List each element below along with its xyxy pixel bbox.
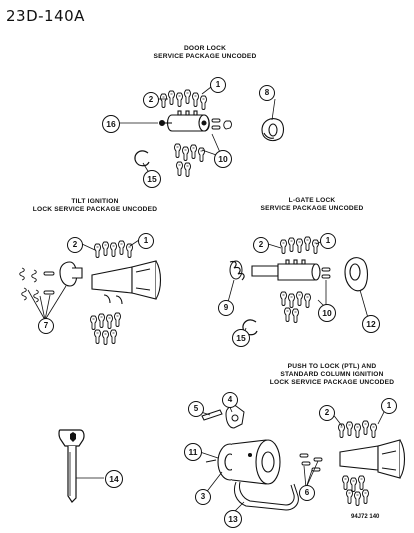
callout-door-15: 15 — [143, 170, 161, 188]
callout-ptl-4: 4 — [222, 392, 238, 408]
page-identifier: 23D-140A — [6, 7, 85, 25]
lgate-bezel — [344, 257, 369, 292]
ptl-small-parts — [201, 405, 245, 429]
tilt-ignition-title: TILT IGNITION LOCK SERVICE PACKAGE UNCOD… — [10, 198, 180, 214]
callout-door-1: 1 — [210, 77, 226, 93]
callout-lgate-9: 9 — [218, 300, 234, 316]
callout-ptl-1: 1 — [381, 398, 397, 414]
callout-lgate-15: 15 — [232, 329, 250, 347]
lgate-lock-title-line2: SERVICE PACKAGE UNCODED — [260, 205, 364, 212]
ptl-tumblers-top — [338, 420, 377, 438]
lgate-lock-title: L-GATE LOCK SERVICE PACKAGE UNCODED — [237, 197, 387, 213]
key-group — [58, 429, 104, 503]
lgate-lock-title-line1: L-GATE LOCK — [288, 197, 336, 204]
callout-tilt-1: 1 — [138, 233, 154, 249]
callout-lgate-2: 2 — [253, 237, 269, 253]
lgate-tumblers-top — [280, 236, 319, 254]
callout-ptl-13: 13 — [224, 510, 242, 528]
tilt-tumblers-top — [94, 240, 133, 258]
tilt-leaders — [27, 239, 140, 321]
callout-lgate-12: 12 — [362, 315, 380, 333]
key-blank — [58, 429, 85, 503]
lgate-spring — [229, 260, 245, 281]
lgate-tumblers-bottom — [280, 291, 311, 323]
tilt-ignition-group — [19, 239, 162, 345]
door-lock-title-line2: SERVICE PACKAGE UNCODED — [153, 53, 257, 60]
ptl-title: PUSH TO LOCK (PTL) AND STANDARD COLUMN I… — [252, 363, 412, 387]
callout-door-2: 2 — [143, 92, 159, 108]
tilt-lock-cylinder — [59, 260, 162, 305]
callout-door-10: 10 — [214, 150, 232, 168]
door-lock-group — [118, 86, 285, 177]
lgate-lock-group — [227, 236, 369, 336]
callout-door-8: 8 — [259, 85, 275, 101]
door-tumblers-top — [160, 89, 207, 110]
door-lock-cap — [261, 118, 285, 142]
lgate-pins — [321, 267, 331, 279]
callout-ptl-11: 11 — [184, 443, 202, 461]
ptl-lock-cylinder — [339, 439, 406, 479]
door-retainer-clip — [134, 150, 150, 167]
door-tumblers-bottom — [174, 143, 205, 177]
door-lock-cylinder — [158, 110, 210, 132]
callout-ptl-2: 2 — [319, 405, 335, 421]
tilt-tumblers-bottom — [90, 312, 121, 345]
tilt-ignition-title-line2: LOCK SERVICE PACKAGE UNCODED — [32, 206, 158, 213]
ptl-tumblers-bottom — [342, 475, 369, 506]
callout-tilt-2: 2 — [67, 237, 83, 253]
ptl-pins — [299, 453, 323, 472]
door-lock-title: DOOR LOCK SERVICE PACKAGE UNCODED — [130, 45, 280, 61]
ptl-wire-loop — [233, 481, 299, 511]
lgate-lock-cylinder — [251, 259, 321, 281]
callout-lgate-1: 1 — [320, 233, 336, 249]
key-emblem-icon — [70, 432, 76, 442]
tilt-springs — [19, 267, 39, 303]
callout-ptl-5: 5 — [188, 401, 204, 417]
tilt-pins — [43, 271, 55, 295]
tilt-ignition-title-line1: TILT IGNITION — [71, 198, 119, 205]
callout-ptl-6: 6 — [299, 485, 315, 501]
callout-door-16: 16 — [102, 115, 120, 133]
door-lock-title-line1: DOOR LOCK — [183, 45, 227, 52]
callout-lgate-10: 10 — [318, 304, 336, 322]
callout-tilt-7: 7 — [38, 318, 54, 334]
ptl-title-line3: LOCK SERVICE PACKAGE UNCODED — [269, 379, 395, 386]
ptl-group — [199, 404, 406, 513]
callout-ptl-3: 3 — [195, 489, 211, 505]
callout-key-14: 14 — [105, 470, 123, 488]
figure-code: 94J72 140 — [351, 514, 380, 520]
ptl-housing — [205, 439, 281, 485]
ptl-title-line1: PUSH TO LOCK (PTL) AND — [287, 363, 377, 370]
ptl-title-line2: STANDARD COLUMN IGNITION — [280, 371, 384, 378]
door-pins — [211, 118, 232, 130]
